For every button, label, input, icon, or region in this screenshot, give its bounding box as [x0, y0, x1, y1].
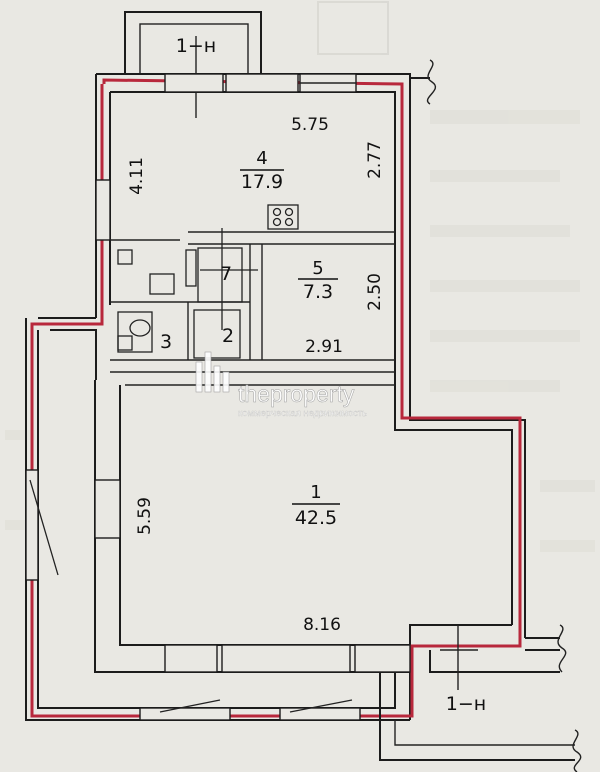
room-5-number: 5	[312, 258, 323, 279]
room-1-number: 1	[310, 482, 321, 503]
dimension-5-59: 5.59	[135, 497, 155, 535]
dimension-8-16: 8.16	[303, 615, 341, 635]
background-texture	[5, 1, 595, 552]
dimension-2-91: 2.91	[305, 337, 343, 357]
bottom-entrance-label: 1−н	[446, 693, 486, 715]
room-4-area: 17.9	[241, 171, 283, 193]
room-7-number: 7	[220, 263, 232, 285]
room-4-number: 4	[256, 148, 267, 169]
watermark: theproperty коммерческая недвижимость	[195, 351, 367, 419]
room-1-area: 42.5	[295, 507, 337, 529]
top-entrance-label: 1−н	[176, 35, 216, 57]
plan-labels: 1−н 5.75 4.11 2.77 4 17.9 7 5 7.3 2.50 3…	[127, 35, 486, 715]
top-entrance-porch	[124, 11, 262, 118]
windows	[25, 73, 411, 721]
dimension-5-75: 5.75	[291, 115, 329, 135]
interior-partitions	[110, 231, 395, 386]
dimension-4-11: 4.11	[127, 157, 147, 195]
watermark-tagline: коммерческая недвижимость	[238, 408, 367, 419]
dimension-2-77: 2.77	[365, 141, 385, 179]
dimension-2-50: 2.50	[365, 273, 385, 311]
break-marks	[427, 59, 582, 772]
room-3-number: 3	[160, 331, 172, 353]
room-5-area: 7.3	[303, 281, 333, 303]
watermark-brand: theproperty	[238, 381, 355, 407]
door-swings	[29, 479, 353, 713]
bathroom-fixtures	[117, 204, 299, 359]
bottom-entrance-porch	[379, 625, 575, 761]
watermark-logo-icon	[195, 351, 230, 393]
room-2-number: 2	[222, 325, 234, 347]
